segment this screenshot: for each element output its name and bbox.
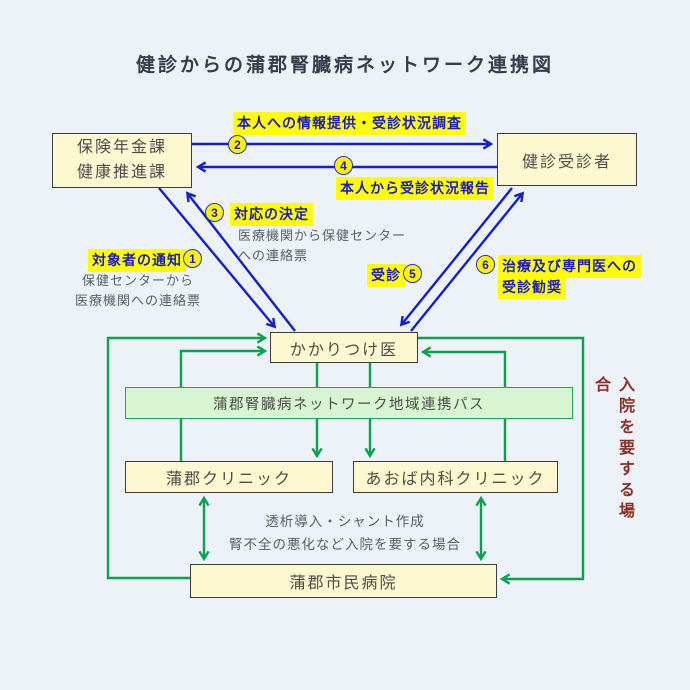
step4-number-badge: 4 (334, 156, 353, 175)
step1-number-badge: 1 (183, 249, 202, 268)
node-aoba-clinic: あおば内科クリニック (353, 461, 558, 493)
note-step1: 保健センターから 医療機関への連絡票 (68, 271, 208, 310)
node-renkei-pass: 蒲郡腎臓病ネットワーク地域連携パス (125, 387, 573, 419)
note-hospital-line2: 腎不全の悪化など入院を要する場合 (229, 537, 461, 552)
node-kenshin-jushinsha: 健診受診者 (497, 133, 637, 186)
label-step3: 対応の決定 (230, 203, 313, 226)
note-step3: 医療機関から保健センター への連絡票 (238, 226, 406, 265)
node-shimin-hospital-label: 蒲郡市民病院 (289, 575, 398, 592)
arrow-jushin-to-kakaritsuke (399, 187, 513, 327)
node-aoba-clinic-label: あおば内科クリニック (365, 471, 546, 488)
node-kakaritsuke-label: かかりつけ医 (289, 341, 399, 359)
note-step1-line1: 保健センターから (81, 273, 194, 288)
node-gamagori-clinic-label: 蒲郡クリニック (165, 471, 292, 488)
arrow-hospital-to-kakaritsuke (106, 332, 268, 580)
note-hospital-transfer: 透析導入・シャント作成 腎不全の悪化など入院を要する場合 (195, 510, 495, 556)
step3-number-badge: 3 (205, 203, 224, 222)
arrow-aoba-to-kakaritsuke (420, 346, 507, 461)
note-step3-line2: への連絡票 (238, 247, 309, 263)
arrow-notice-to-kakaritsuke (158, 187, 277, 329)
node-gamagori-clinic: 蒲郡クリニック (125, 461, 333, 493)
label-step5: 受診 (367, 264, 405, 287)
node-hoken-line2: 健康推進課 (76, 163, 167, 181)
label-step1: 対象者の通知 (88, 249, 186, 272)
arrow-kansho-to-jushinsha (410, 191, 525, 332)
label-step4: 本人から受診状況報告 (336, 177, 494, 200)
note-step3-line1: 医療機関から保健センター (238, 228, 407, 243)
arrow-kakaritsuke-to-hospital (418, 336, 585, 585)
arrow-gamagori-clinic-to-kakaritsuke (179, 345, 268, 461)
step2-number-badge: 2 (228, 135, 247, 154)
step5-number-badge: 5 (403, 264, 422, 283)
node-shimin-hospital: 蒲郡市民病院 (190, 564, 497, 598)
label-step6-line2: 受診勧奨 (498, 276, 566, 299)
note-step1-line2: 医療機関への連絡票 (74, 292, 201, 308)
node-hoken-line1: 保険年金課 (76, 138, 167, 156)
label-step2: 本人への情報提供・受診状況調査 (233, 112, 466, 135)
side-note-nyuin: 入院を要する場合 (592, 376, 633, 523)
node-jushinsha-label: 健診受診者 (521, 153, 612, 171)
node-kakaritsuke-i: かかりつけ医 (270, 332, 418, 363)
label-step6-line1: 治療及び専門医への (498, 255, 641, 278)
step6-number-badge: 6 (476, 255, 495, 274)
note-hospital-line1: 透析導入・シャント作成 (265, 514, 425, 529)
diagram-title: 健診からの蒲郡腎臓病ネットワーク連携図 (135, 55, 554, 76)
node-hoken-nenkin-ka: 保険年金課 健康推進課 (52, 133, 192, 188)
node-renkei-pass-label: 蒲郡腎臓病ネットワーク地域連携パス (213, 396, 485, 413)
